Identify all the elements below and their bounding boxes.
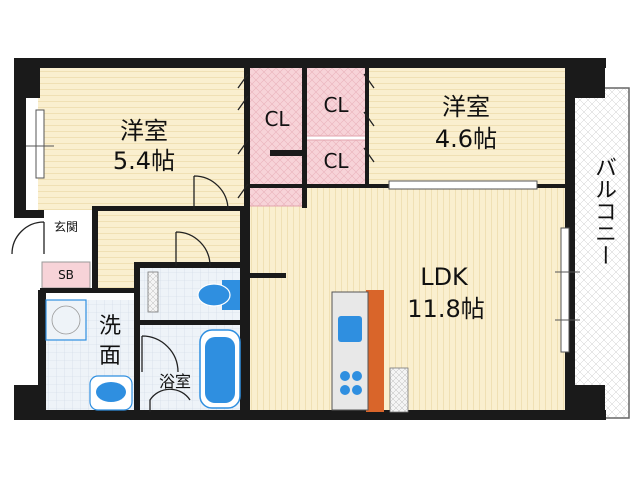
western-room-right-floor — [365, 66, 565, 186]
closet-1-label: CL — [264, 107, 290, 131]
closet-3-fill — [305, 139, 367, 187]
washroom-label-2: 面 — [98, 344, 121, 369]
western-room-left-size: 5.4帖 — [112, 147, 176, 175]
closet-3-label: CL — [323, 149, 349, 173]
balcony-area — [572, 87, 630, 419]
washing-machine — [45, 299, 87, 341]
shoe-box-label: SB — [58, 268, 74, 282]
closet-2-label: CL — [323, 93, 349, 117]
entrance-label: 玄関 — [53, 220, 78, 234]
bathtub — [199, 329, 241, 409]
western-room-right-size: 4.6帖 — [434, 125, 498, 153]
western-room-left-floor — [38, 66, 248, 210]
bathroom-label: 浴室 — [158, 372, 191, 391]
washroom-label-1: 洗 — [98, 314, 121, 339]
windows — [26, 109, 580, 353]
closet-1-fill — [247, 65, 305, 207]
kitchen-counter — [331, 290, 409, 413]
western-room-right-name: 洋室 — [442, 93, 490, 121]
ldk-name: LDK — [420, 263, 468, 291]
western-room-left-name: 洋室 — [120, 117, 168, 145]
shoe-box — [41, 261, 91, 289]
ldk-size: 11.8帖 — [407, 295, 485, 323]
doors — [11, 73, 375, 412]
walls — [14, 58, 606, 420]
balcony-label: バルコニー — [591, 156, 616, 266]
toilet — [147, 271, 240, 313]
wash-basin — [89, 375, 133, 411]
